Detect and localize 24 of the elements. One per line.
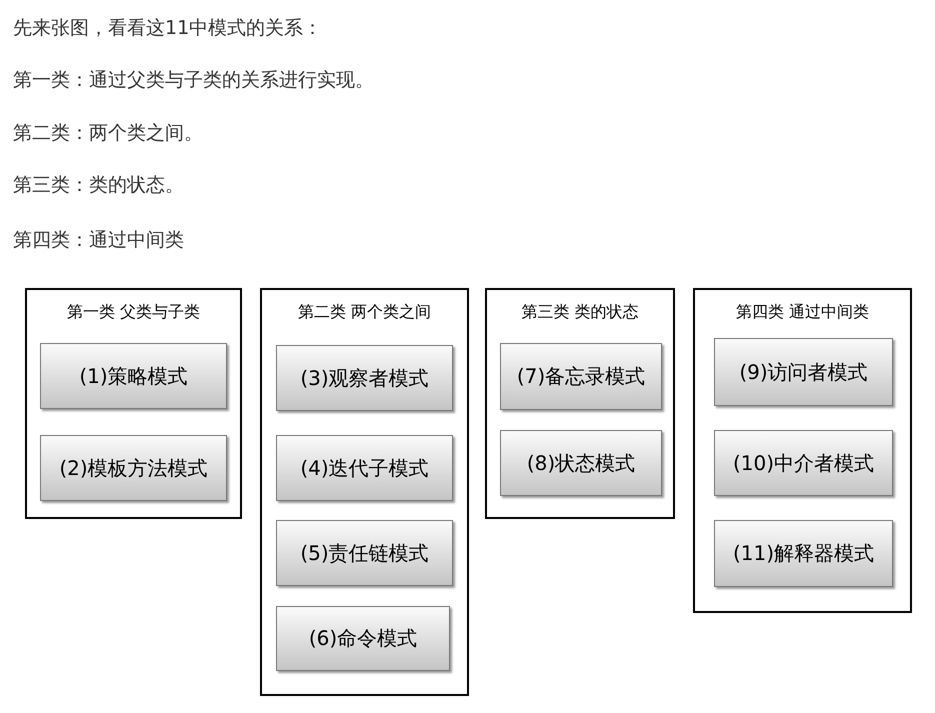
group-box <box>25 288 242 519</box>
group-heading: 第一类 父类与子类 <box>66 302 202 323</box>
intro-text: 先来张图，看看这11中模式的关系： <box>13 16 322 40</box>
pattern-box: (11)解释器模式 <box>714 520 893 587</box>
pattern-box: (5)责任链模式 <box>276 520 453 586</box>
group-heading: 第三类 类的状态 <box>520 302 640 323</box>
pattern-box: (1)策略模式 <box>40 343 227 409</box>
pattern-box: (8)状态模式 <box>500 430 662 496</box>
group-box <box>485 288 675 519</box>
pattern-box: (7)备忘录模式 <box>500 343 662 410</box>
intro-text: 第一类：通过父类与子类的关系进行实现。 <box>13 68 374 92</box>
pattern-box: (3)观察者模式 <box>276 345 453 411</box>
group-box <box>260 288 469 696</box>
pattern-box: (4)迭代子模式 <box>276 435 453 501</box>
pattern-box: (6)命令模式 <box>276 606 450 671</box>
pattern-box: (10)中介者模式 <box>714 430 893 496</box>
group-heading: 第四类 通过中间类 <box>734 302 870 323</box>
intro-text: 第二类：两个类之间。 <box>13 121 203 145</box>
pattern-box: (9)访问者模式 <box>714 338 893 406</box>
pattern-box: (2)模板方法模式 <box>40 435 227 501</box>
intro-text: 第三类：类的状态。 <box>13 173 184 197</box>
intro-text: 第四类：通过中间类 <box>13 228 184 252</box>
group-box <box>693 288 912 613</box>
group-heading: 第二类 两个类之间 <box>296 302 432 323</box>
